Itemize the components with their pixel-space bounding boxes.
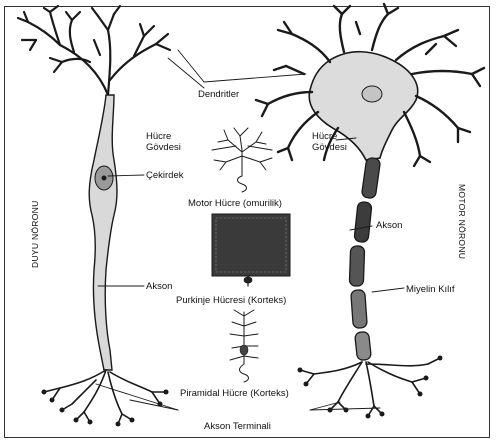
motor-cell-small <box>211 127 273 193</box>
label-cell-body-right-1: Hücre <box>312 131 338 142</box>
label-purkinje: Purkinje Hücresi (Korteks) <box>176 295 287 306</box>
motor-neuron <box>254 2 486 419</box>
label-axon-right: Akson <box>376 220 403 231</box>
motor-axon-terminals <box>299 357 441 417</box>
label-dendrites: Dendritler <box>198 89 240 100</box>
purkinje-cell <box>211 213 291 287</box>
pointer-lines <box>95 49 405 411</box>
label-motor-cell: Motor Hücre (omurilik) <box>188 198 282 209</box>
label-myelin: Miyelin Kılıf <box>406 284 455 295</box>
label-cell-body-right-2: Gövdesi <box>312 142 347 153</box>
label-motor-neuron: MOTOR NÖRONU <box>457 184 467 260</box>
motor-nucleus <box>361 85 383 103</box>
label-axon-left: Akson <box>146 281 173 292</box>
label-cell-body-left-2: Gövdesi <box>146 142 181 153</box>
motor-soma <box>308 50 419 161</box>
sensory-dendrites <box>16 4 172 97</box>
sensory-neuron <box>16 4 172 427</box>
label-nucleus: Çekirdek <box>146 170 184 181</box>
motor-dendrites <box>254 2 486 168</box>
label-pyramidal: Piramidal Hücre (Korteks) <box>180 388 289 399</box>
sensory-axon-terminals <box>43 369 167 425</box>
label-cell-body-left-1: Hücre <box>146 131 172 142</box>
myelin-sheath <box>348 157 381 361</box>
pyramidal-cell <box>229 309 259 383</box>
label-sensory-neuron: DUYU NÖRONU <box>30 200 40 268</box>
label-axon-terminal: Akson Terminali <box>204 421 271 432</box>
